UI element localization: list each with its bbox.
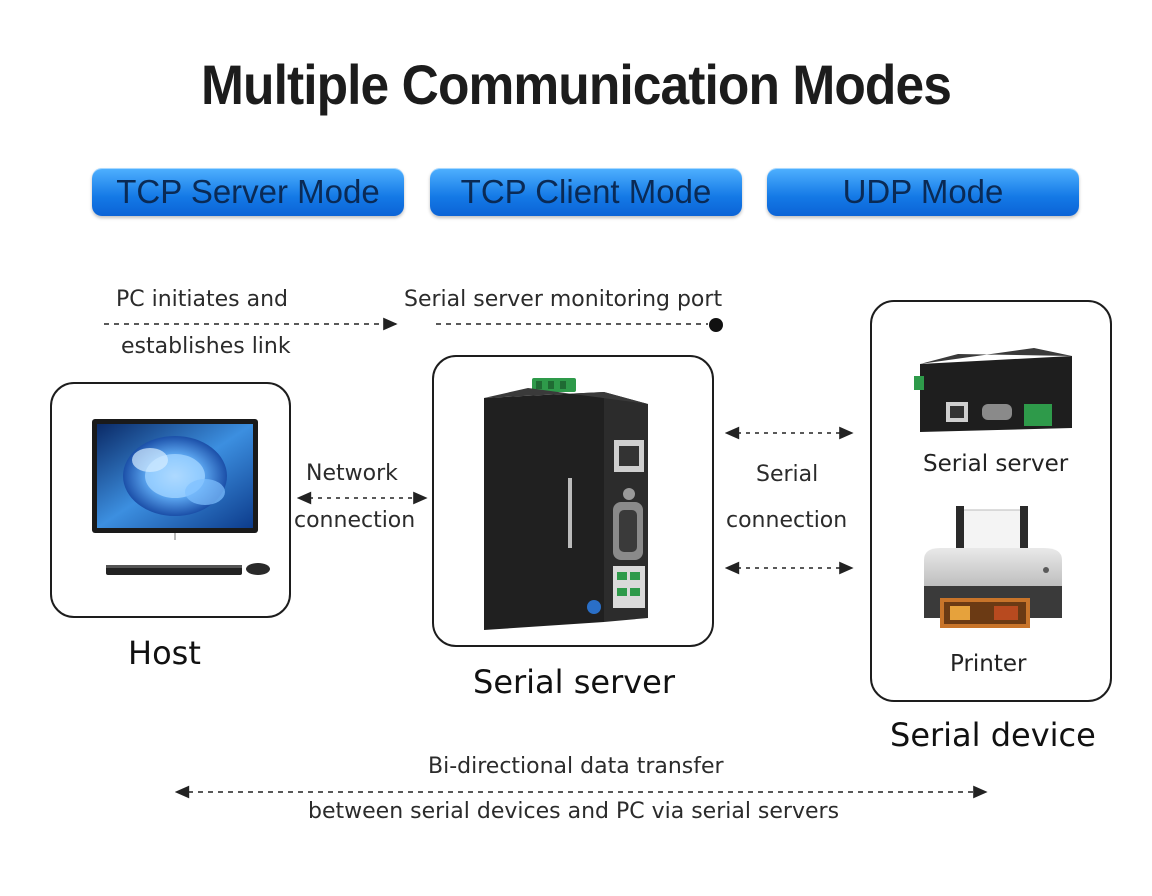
monitoring-port-label: Serial server monitoring port (404, 287, 723, 312)
pc-initiates-label-2: establishes link (121, 334, 291, 359)
serial-device-label: Serial device (890, 716, 1096, 754)
keyboard-icon (106, 565, 242, 575)
host-label: Host (128, 634, 201, 672)
device-serial-server-icon (914, 348, 1072, 432)
pc-initiates-label-1: PC initiates and (116, 287, 289, 312)
mode-tcp-client: TCP Client Mode (430, 168, 742, 216)
serial-server-device-icon (484, 378, 648, 630)
mode-tcp-server: TCP Server Mode (92, 168, 404, 216)
bidirectional-label-1: Bi-directional data transfer (428, 754, 724, 779)
serial-connection-label-2: connection (726, 508, 848, 533)
monitoring-port-dot (709, 318, 723, 332)
printer-label: Printer (950, 651, 1027, 677)
network-label-2: connection (294, 508, 416, 533)
page-title: Multiple Communication Modes (201, 53, 952, 116)
serial-connection-label-1: Serial (756, 462, 819, 487)
printer-icon (924, 506, 1062, 628)
device-serial-server-label: Serial server (923, 451, 1069, 477)
mode-udp: UDP Mode (767, 168, 1079, 216)
network-label-1: Network (306, 461, 398, 486)
serial-server-label: Serial server (473, 663, 676, 701)
mouse-icon (246, 563, 270, 575)
bidirectional-label-2: between serial devices and PC via serial… (308, 799, 840, 824)
monitor-icon (92, 419, 258, 540)
